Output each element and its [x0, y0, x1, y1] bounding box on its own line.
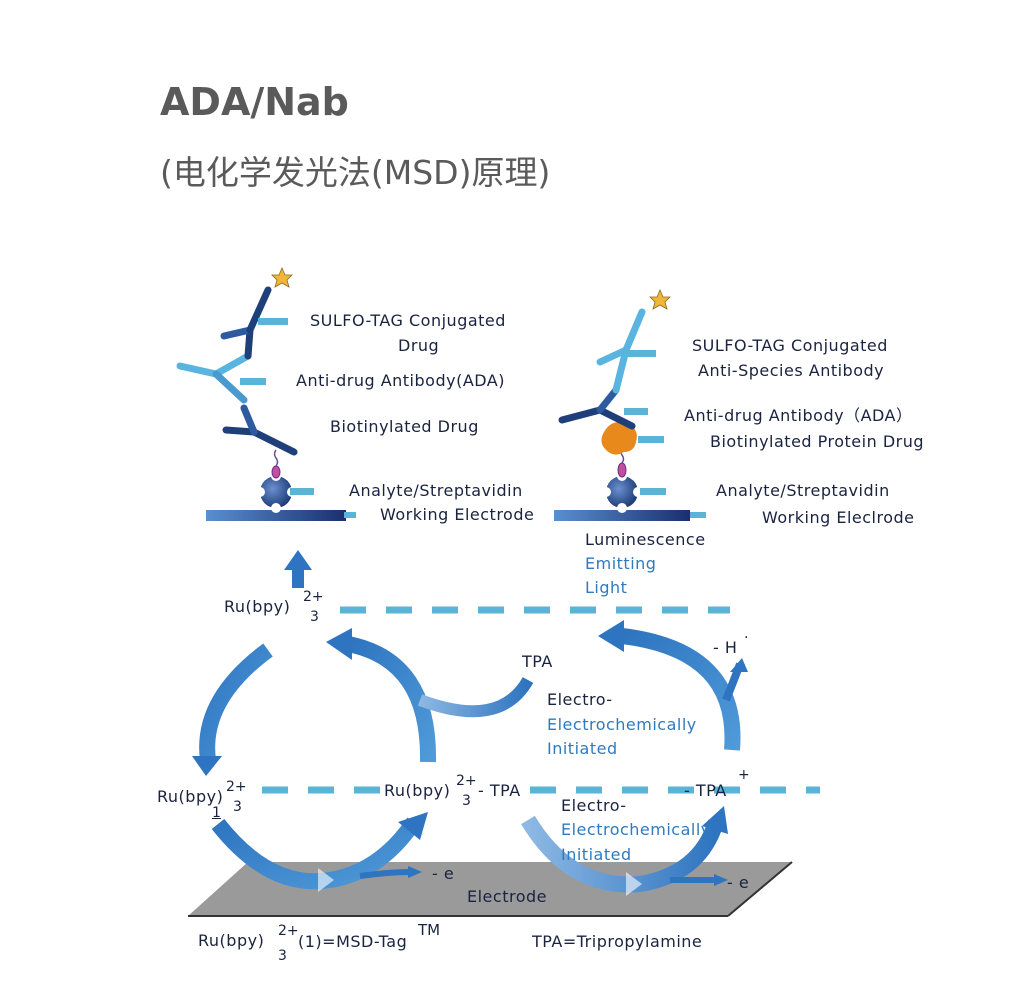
- left-working-electrode: [206, 510, 346, 521]
- right-pointer-2: [624, 408, 648, 415]
- left-biotin-icon: [271, 465, 281, 479]
- right-pointer-3: [638, 436, 664, 443]
- cycle-arrows: [192, 620, 748, 896]
- emission-luminescence: Luminescence: [585, 530, 706, 549]
- right-pointer-1: [628, 350, 656, 357]
- left-sulfotag-star-icon: [271, 266, 293, 288]
- left-label-sulfotag: SULFO-TAG Conjugated: [310, 311, 506, 330]
- emission-emitting: Emitting: [585, 554, 657, 573]
- left-label-streptavidin: Analyte/Streptavidin: [349, 481, 523, 500]
- ru-left-label: Ru(bpy): [157, 787, 224, 806]
- page-title: ADA/Nab: [160, 80, 349, 124]
- left-label-drug: Drug: [398, 336, 440, 355]
- up-arrow-icon: [284, 550, 312, 588]
- tpa-plus-label: - TPA: [684, 781, 727, 800]
- electrode-label: Electrode: [467, 887, 547, 906]
- electro-1-line1: Electro-: [547, 690, 613, 709]
- footnote-ru-sup: 2+: [278, 923, 299, 939]
- left-assay-stack: [176, 266, 356, 521]
- right-electrode-pointer: [690, 512, 706, 518]
- left-pointer-2: [240, 378, 266, 385]
- right-working-electrode: [554, 510, 690, 521]
- tpa-top-label: TPA: [522, 652, 553, 671]
- right-label-ada: Anti-drug Antibody（ADA）: [684, 406, 913, 425]
- ru-top-label: Ru(bpy): [224, 597, 291, 616]
- electro-2-line3: Initiated: [561, 845, 632, 864]
- right-ada-antibody-icon: [558, 386, 636, 430]
- ru-mid-sub: 3: [462, 793, 471, 809]
- ru-left-sup: 2+: [226, 779, 247, 795]
- ru-mid-tail: - TPA: [478, 781, 521, 800]
- h-dot: ·: [744, 630, 749, 646]
- footnote-tpa: TPA=Tripropylamine: [532, 932, 703, 951]
- left-biotinylated-drug-icon: [222, 404, 298, 456]
- ru-left-sub2: 1: [212, 805, 221, 821]
- electro-1-line2: Electrochemically: [547, 715, 697, 734]
- right-assay-stack: [554, 288, 706, 521]
- dashed-level-lines: [262, 606, 820, 794]
- e-right-label: - e: [727, 873, 750, 892]
- right-pointer-4: [640, 488, 666, 495]
- electro-2-line1: Electro-: [561, 796, 627, 815]
- left-pointer-3: [290, 488, 314, 495]
- left-label-working-electrode: Working Electrode: [380, 505, 535, 524]
- footnote-ru-paren: (1)=MSD-Tag: [298, 932, 408, 951]
- left-label-ada: Anti-drug Antibody(ADA): [296, 371, 505, 390]
- right-sulfotag-star-icon: [649, 288, 671, 310]
- left-electrode-pointer: [344, 512, 356, 518]
- electro-2-line2: Electrochemically: [561, 820, 711, 839]
- footnote-tm: TM: [418, 921, 441, 939]
- electro-1-line3: Initiated: [547, 739, 618, 758]
- footnote-ru: Ru(bpy): [198, 931, 265, 950]
- e-left-label: - e: [432, 864, 455, 883]
- ru-top-sub: 3: [310, 609, 319, 625]
- left-pointer-1: [258, 318, 288, 325]
- right-label-antispecies: Anti-Species Antibody: [698, 361, 885, 380]
- footnote-ru-sub: 3: [278, 948, 287, 964]
- right-label-sulfotag: SULFO-TAG Conjugated: [692, 336, 888, 355]
- h-minus-label: - H: [713, 638, 738, 657]
- ru-top-sup: 2+: [303, 589, 324, 605]
- ru-mid-sup: 2+: [456, 773, 477, 789]
- right-label-protein-drug: Biotinylated Protein Drug: [710, 432, 925, 451]
- right-label-working-electrode: Working Eleclrode: [762, 508, 915, 527]
- emission-light: Light: [585, 578, 628, 597]
- left-label-biotinylated-drug: Biotinylated Drug: [330, 417, 479, 436]
- ru-mid-label: Ru(bpy): [384, 781, 451, 800]
- left-sulfotag-drug-icon: [220, 286, 272, 360]
- right-label-streptavidin: Analyte/Streptavidin: [716, 481, 890, 500]
- page-subtitle: (电化学发光法(MSD)原理): [160, 153, 551, 192]
- right-protein-drug-icon: [601, 422, 637, 455]
- right-antispecies-antibody-icon: [596, 308, 646, 394]
- left-ada-antibody-icon: [176, 352, 252, 404]
- right-biotin-icon: [617, 462, 627, 478]
- tpa-plus-sup: +: [738, 767, 750, 783]
- ru-left-sub: 3: [233, 799, 242, 815]
